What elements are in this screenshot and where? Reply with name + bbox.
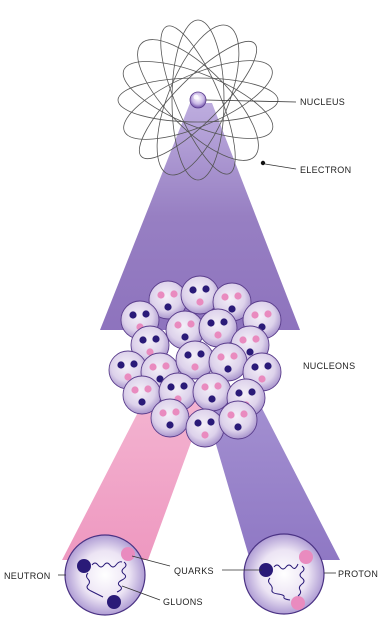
nucleons-label: NUCLEONS (303, 361, 355, 371)
nucleon-quark (248, 388, 255, 395)
nucleon-quark (189, 286, 196, 293)
nucleon-sphere (181, 276, 219, 314)
nucleon-quark (181, 333, 188, 340)
nucleon-quark (227, 411, 234, 418)
nucleon-quark (166, 421, 173, 428)
nucleon-quark (139, 336, 146, 343)
nucleon-quark (201, 383, 208, 390)
nucleon-quark (217, 353, 224, 360)
gluons-label: GLUONS (163, 597, 203, 607)
nucleon-quark (214, 331, 221, 338)
nucleon-quark (159, 409, 166, 416)
nucleon-quark (201, 431, 208, 438)
nucleon-quark (196, 298, 203, 305)
nucleon-sphere (186, 409, 224, 447)
nucleon-quark (240, 410, 247, 417)
nucleon-quark (174, 321, 181, 328)
nucleon-quark (220, 318, 227, 325)
nucleon-quark (207, 319, 214, 326)
proton-quark-3 (299, 550, 313, 564)
nucleon-quark (191, 363, 198, 370)
nucleon-quark (187, 320, 194, 327)
nucleus-label: NUCLEUS (300, 97, 345, 107)
nucleon-quark (194, 419, 201, 426)
nucleon-quark (164, 303, 171, 310)
nucleon-quark (258, 375, 265, 382)
nucleon-quark (202, 285, 209, 292)
nucleon-sphere (219, 401, 257, 439)
nucleon-quark (246, 348, 253, 355)
nucleon-quark (221, 293, 228, 300)
nucleon-quark (197, 350, 204, 357)
proton-quark-2 (291, 596, 305, 610)
nucleon-quark (142, 310, 149, 317)
nucleon-quark (234, 423, 241, 430)
nucleon-quark (235, 389, 242, 396)
nucleon-quark (149, 363, 156, 370)
nucleon-quark (214, 382, 221, 389)
nucleon-sphere (151, 399, 189, 437)
nucleus-core (190, 92, 206, 108)
quarks-label: QUARKS (174, 566, 214, 576)
proton-particle (244, 534, 324, 614)
electron-dot (261, 161, 265, 165)
neutron-particle (65, 535, 145, 615)
nucleon-quark (264, 362, 271, 369)
nucleon-quark (224, 365, 231, 372)
nucleon-quark (208, 395, 215, 402)
nucleon-quark (157, 291, 164, 298)
nucleon-quark (170, 290, 177, 297)
neutron-quark-3 (121, 547, 135, 561)
nucleon-quark (234, 292, 241, 299)
nucleon-quark (230, 352, 237, 359)
nucleon-quark (167, 383, 174, 390)
nucleus-highlight (194, 95, 199, 100)
nucleon-quark (152, 335, 159, 342)
nucleon-quark (228, 305, 235, 312)
nucleon-quark (117, 361, 124, 368)
nucleon-quark (207, 418, 214, 425)
nucleon-quark (184, 351, 191, 358)
nucleon-quark (251, 363, 258, 370)
nucleon-quark (252, 335, 259, 342)
electron-leader (265, 164, 296, 169)
nucleon-quark (130, 360, 137, 367)
nucleon-quark (180, 382, 187, 389)
nucleon-quark (251, 311, 258, 318)
nucleon-quark (129, 311, 136, 318)
nucleon-quark (144, 385, 151, 392)
nucleon-quark (162, 362, 169, 369)
electron-label: ELECTRON (300, 165, 351, 175)
neutron-quark-1 (77, 559, 91, 573)
nucleon-quark (172, 408, 179, 415)
nucleon-quark (131, 386, 138, 393)
neutron-quark-2 (107, 595, 121, 609)
neutron-label: NEUTRON (4, 571, 51, 581)
nucleon-quark (138, 398, 145, 405)
nucleon-quark (239, 336, 246, 343)
proton-label: PROTON (338, 569, 378, 579)
nucleon-quark (264, 310, 271, 317)
